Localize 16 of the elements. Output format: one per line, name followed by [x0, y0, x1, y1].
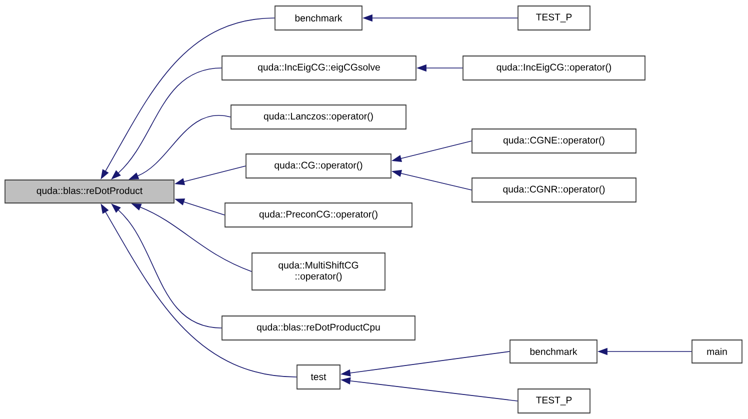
function-box: quda::MultiShiftCG ::operator() — [252, 252, 386, 290]
function-box: quda::CG::operator() — [246, 154, 392, 178]
function-box: quda::CGNR::operator() — [472, 178, 636, 202]
function-box: main — [692, 340, 742, 364]
function-box: quda::IncEigCG::operator() — [462, 56, 646, 80]
function-box: quda::blas::reDotProductCpu — [222, 316, 416, 340]
function-box: TEST_P — [518, 6, 590, 30]
function-box: TEST_P — [518, 388, 590, 414]
function-box: quda::CGNE::operator() — [472, 128, 636, 154]
function-box: quda::PreconCG::operator() — [224, 202, 412, 228]
function-box: quda::blas::reDotProduct — [4, 180, 174, 204]
function-box: benchmark — [274, 6, 362, 30]
function-box: quda::IncEigCG::eigCGsolve — [222, 56, 416, 80]
function-box: benchmark — [510, 340, 598, 364]
function-box: test — [296, 364, 340, 390]
function-box: quda::Lanczos::operator() — [230, 104, 406, 130]
